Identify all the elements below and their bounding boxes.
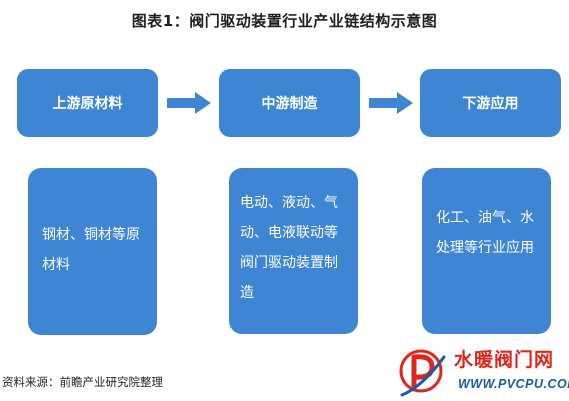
detail-box-upstream: 钢材、铜材等原材料 — [28, 168, 157, 335]
detail-box-downstream: 化工、油气、水处理等行业应用 — [422, 168, 551, 334]
stage-box-upstream: 上游原材料 — [17, 69, 158, 137]
logo-emblem-icon — [399, 349, 446, 397]
logo-name: 水暖阀门网 — [454, 349, 555, 371]
site-logo: 水暖阀门网 WWW.PVCPU.COM — [392, 343, 569, 399]
stage-box-midstream: 中游制造 — [219, 69, 360, 137]
figure-title: 图表1：阀门驱动装置行业产业链结构示意图 — [131, 12, 438, 30]
flow-arrow-icon — [167, 92, 211, 114]
flow-arrow-icon — [369, 92, 413, 114]
detail-box-midstream: 电动、液动、气动、电液联动等阀门驱动装置制造 — [229, 168, 358, 334]
source-note: 资料来源：前瞻产业研究院整理 — [2, 375, 163, 389]
stage-box-downstream: 下游应用 — [420, 69, 561, 137]
logo-url: WWW.PVCPU.COM — [458, 377, 569, 391]
